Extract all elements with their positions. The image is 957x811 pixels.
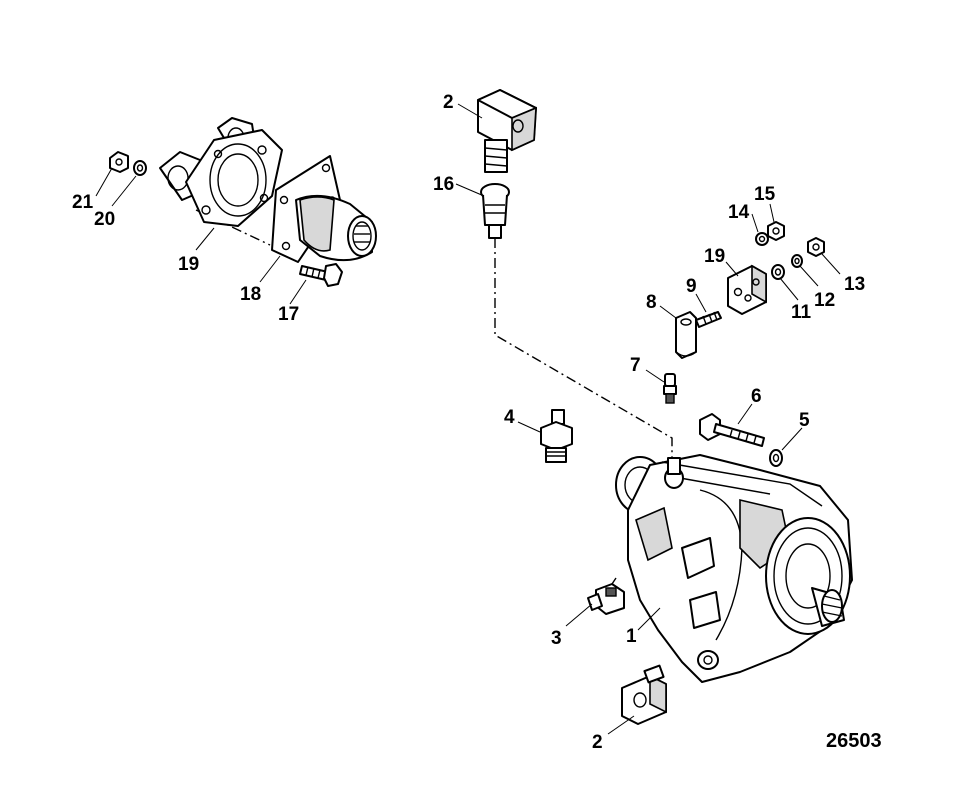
part-2-top-anchor-block xyxy=(477,89,537,173)
part-1-gear-housing xyxy=(615,454,853,683)
part-16-fitting xyxy=(480,183,510,239)
callout-4: 4 xyxy=(504,407,515,428)
part-11-washer xyxy=(771,264,785,280)
callout-3: 3 xyxy=(551,628,562,649)
callout-5: 5 xyxy=(799,410,810,431)
part-19-bracket-plate xyxy=(727,264,767,315)
callout-13: 13 xyxy=(844,274,865,295)
part-18-flange-coupler xyxy=(271,155,377,263)
callout-19-left: 19 xyxy=(178,254,199,275)
part-8-shift-lever xyxy=(675,311,697,359)
part-21-nut xyxy=(109,151,129,173)
part-15-nut xyxy=(767,221,785,241)
part-12-washer xyxy=(791,254,803,268)
callout-11: 11 xyxy=(791,302,812,323)
part-13-nut xyxy=(807,237,825,257)
callout-19-right: 19 xyxy=(704,246,725,267)
leader-lines xyxy=(95,103,841,735)
routing-line xyxy=(494,238,673,462)
part-14-washer xyxy=(755,232,769,246)
part-20-washer xyxy=(133,160,147,176)
callout-16: 16 xyxy=(433,174,454,195)
part-19-flange-yoke xyxy=(159,117,283,227)
figure-number: 26503 xyxy=(826,730,882,752)
part-6-bolt xyxy=(699,413,765,447)
part-2-bottom-anchor-block xyxy=(621,664,667,725)
part-5-washer xyxy=(769,449,783,467)
part-17-bolt xyxy=(299,263,343,287)
callout-9: 9 xyxy=(686,276,697,297)
callout-2-bottom: 2 xyxy=(592,732,603,753)
part-9-screw xyxy=(695,311,722,328)
callout-2-top: 2 xyxy=(443,92,454,113)
callout-8: 8 xyxy=(646,292,657,313)
callout-17: 17 xyxy=(278,304,299,325)
part-4-sender xyxy=(540,409,573,463)
callout-1: 1 xyxy=(626,626,637,647)
callout-18: 18 xyxy=(240,284,261,305)
callout-7: 7 xyxy=(630,355,641,376)
callout-21: 21 xyxy=(72,192,94,213)
flange-routing-line xyxy=(195,209,271,246)
part-7-vent-fitting xyxy=(663,373,677,404)
callout-15: 15 xyxy=(754,184,776,205)
callout-20: 20 xyxy=(94,209,115,230)
callout-6: 6 xyxy=(751,386,762,407)
part-3-sender xyxy=(587,577,625,615)
callout-12: 12 xyxy=(814,290,835,311)
callout-14: 14 xyxy=(728,202,750,223)
